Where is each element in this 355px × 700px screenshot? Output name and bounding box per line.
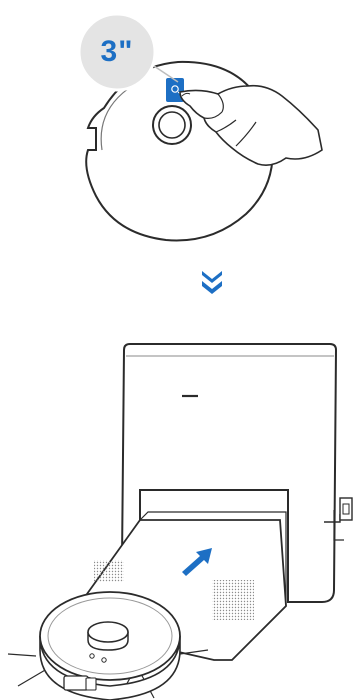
hold-duration-label: 3" — [81, 32, 153, 72]
double-chevron-down-icon — [202, 271, 222, 294]
